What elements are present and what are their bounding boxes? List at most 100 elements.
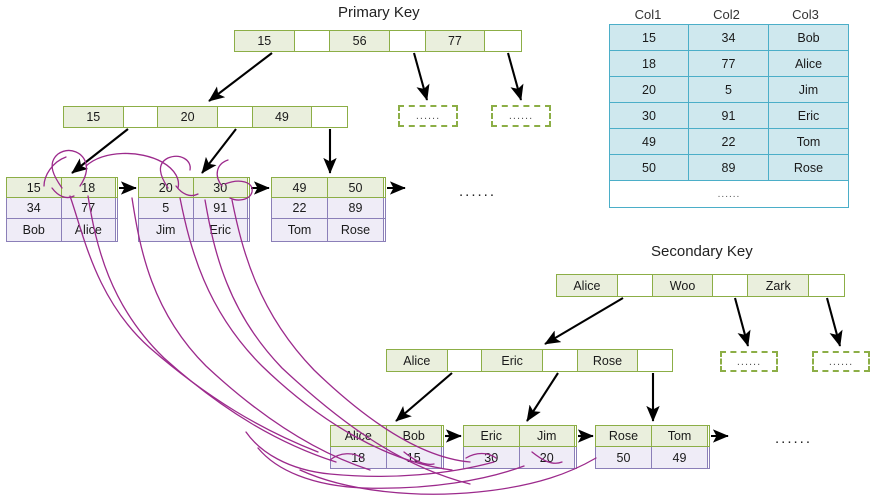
table-row: 30 91 Eric	[609, 102, 849, 129]
secondary-leaf-tail-ellipsis: ......	[775, 430, 813, 447]
primary-leaf-3-key-row: 49 50	[271, 177, 386, 198]
primary-leaf-3-key-0: 49	[272, 178, 328, 197]
secondary-internal-cell-ptr-2	[638, 350, 673, 371]
table-footer-ellipsis: ......	[609, 180, 849, 208]
table-cell-r3c2: Eric	[768, 102, 849, 129]
secondary-root-cell-key-1: Woo	[652, 275, 714, 296]
table-row: 18 77 Alice	[609, 50, 849, 77]
table-cell-r4c0: 49	[609, 128, 689, 155]
table-cell-r2c2: Jim	[768, 76, 849, 103]
primary-internal-cell-key-2: 49	[252, 107, 313, 127]
arrow-secondary-internal-to-leaf1	[395, 372, 453, 422]
secondary-root-cell-key-2: Zark	[748, 275, 810, 296]
secondary-leaf-3-ref-0: 50	[596, 447, 652, 468]
primary-internal-cell-key-1: 20	[158, 107, 218, 127]
primary-leaf-3-col3-0: Tom	[272, 219, 328, 241]
primary-internal-cell-ptr-0	[123, 107, 159, 127]
secondary-leaf-3-key-row: Rose Tom	[595, 425, 710, 447]
table-cell-r1c2: Alice	[768, 50, 849, 77]
secondary-internal-cell-key-1: Eric	[482, 350, 543, 371]
table-cell-r5c1: 89	[688, 154, 769, 181]
secondary-leaf-node-1: Alice Bob 18 15	[330, 425, 444, 469]
primary-leaf-2-col3-row: Jim Eric	[138, 219, 250, 242]
data-table-wrapper: Col1 Col2 Col3 15 34 Bob 18 77 Alice 20 …	[609, 4, 849, 208]
secondary-internal-cell-key-0: Alice	[387, 350, 448, 371]
primary-leaf-3-col2-row: 22 89	[271, 198, 386, 219]
primary-root-cell-ptr-1	[389, 31, 426, 51]
table-cell-r0c2: Bob	[768, 24, 849, 51]
primary-root-cell-key-0: 15	[235, 31, 295, 51]
primary-leaf-3-col3-1: Rose	[328, 219, 384, 241]
data-table-header-col2: Col2	[713, 6, 740, 22]
table-cell-r1c0: 18	[609, 50, 689, 77]
primary-leaf-3-col2-1: 89	[328, 198, 384, 218]
data-table-header-col1: Col1	[634, 6, 662, 22]
arrow-secondary-internal-to-leaf2	[526, 372, 559, 422]
data-table-header-row: Col1 Col2 Col3	[609, 4, 845, 24]
secondary-root-cell-ptr-2	[809, 275, 844, 296]
arrow-primary-root-to-placeholder1	[412, 52, 430, 101]
secondary-key-title: Secondary Key	[651, 243, 753, 260]
table-cell-r5c2: Rose	[768, 154, 849, 181]
table-cell-r4c2: Tom	[768, 128, 849, 155]
secondary-internal-node: Alice Eric Rose	[386, 349, 673, 372]
primary-internal-cell-key-0: 15	[64, 107, 124, 127]
primary-root-cell-key-2: 77	[425, 31, 486, 51]
primary-root-node: 15 56 77	[234, 30, 522, 52]
table-cell-r3c0: 30	[609, 102, 689, 129]
secondary-leaf-node-2: Eric Jim 30 20	[463, 425, 577, 469]
secondary-root-cell-key-0: Alice	[557, 275, 618, 296]
table-row: 15 34 Bob	[609, 24, 849, 51]
primary-leaf-2-col2-0: 5	[139, 198, 194, 218]
primary-leaf-1-key-1: 18	[61, 178, 116, 197]
primary-leaf-2-col2-row: 5 91	[138, 198, 250, 219]
primary-leaf-2-key-0: 20	[139, 178, 194, 197]
primary-key-title: Primary Key	[338, 4, 420, 21]
primary-leaf-1-col3-row: Bob Alice	[6, 219, 118, 242]
table-cell-r2c1: 5	[688, 76, 769, 103]
secondary-internal-cell-key-2: Rose	[577, 350, 639, 371]
arrow-primary-root-to-internal	[208, 52, 273, 102]
table-footer-row: ......	[609, 180, 849, 208]
primary-leaf-3-col3-row: Tom Rose	[271, 219, 386, 242]
secondary-leaf-1-key-0: Alice	[331, 426, 387, 446]
secondary-leaf-1-key-1: Bob	[386, 426, 442, 446]
primary-leaf-2-col2-1: 91	[193, 198, 248, 218]
table-cell-r1c1: 77	[688, 50, 769, 77]
table-row: 20 5 Jim	[609, 76, 849, 103]
table-cell-r3c1: 91	[688, 102, 769, 129]
data-table-header-col3: Col3	[792, 6, 819, 22]
table-cell-r4c1: 22	[688, 128, 769, 155]
secondary-leaf-1-ref-row: 18 15	[330, 447, 444, 469]
secondary-leaf-3-key-0: Rose	[596, 426, 652, 446]
secondary-root-cell-ptr-0	[617, 275, 653, 296]
arrow-primary-root-to-placeholder2	[506, 52, 524, 101]
primary-leaf-2-col3-1: Eric	[193, 219, 248, 241]
table-cell-r0c1: 34	[688, 24, 769, 51]
table-cell-r0c0: 15	[609, 24, 689, 51]
secondary-leaf-3-ref-row: 50 49	[595, 447, 710, 469]
primary-leaf-2-key-1: 30	[193, 178, 248, 197]
table-cell-r5c0: 50	[609, 154, 689, 181]
primary-leaf-2-key-row: 20 30	[138, 177, 250, 198]
secondary-leaf-2-key-0: Eric	[464, 426, 520, 446]
primary-leaf-1-col3-1: Alice	[61, 219, 116, 241]
secondary-leaf-1-ref-0: 18	[331, 447, 387, 468]
secondary-leaf-3-ref-1: 49	[652, 447, 708, 468]
secondary-leaf-node-3: Rose Tom 50 49	[595, 425, 710, 469]
primary-leaf-2-col3-0: Jim	[139, 219, 194, 241]
secondary-placeholder-node-2: ......	[812, 351, 870, 372]
primary-leaf-node-2: 20 30 5 91 Jim Eric	[138, 177, 250, 242]
primary-leaf-node-1: 15 18 34 77 Bob Alice	[6, 177, 118, 242]
primary-internal-cell-ptr-2	[312, 107, 347, 127]
secondary-internal-cell-ptr-1	[542, 350, 578, 371]
table-row: 49 22 Tom	[609, 128, 849, 155]
primary-leaf-3-col2-0: 22	[272, 198, 328, 218]
secondary-placeholder-node-1: ......	[720, 351, 778, 372]
secondary-root-cell-ptr-1	[713, 275, 749, 296]
primary-root-cell-ptr-2	[485, 31, 521, 51]
secondary-leaf-2-ref-1: 20	[519, 447, 575, 468]
secondary-leaf-2-key-row: Eric Jim	[463, 425, 577, 447]
arrow-secondary-root-to-internal	[544, 297, 624, 345]
